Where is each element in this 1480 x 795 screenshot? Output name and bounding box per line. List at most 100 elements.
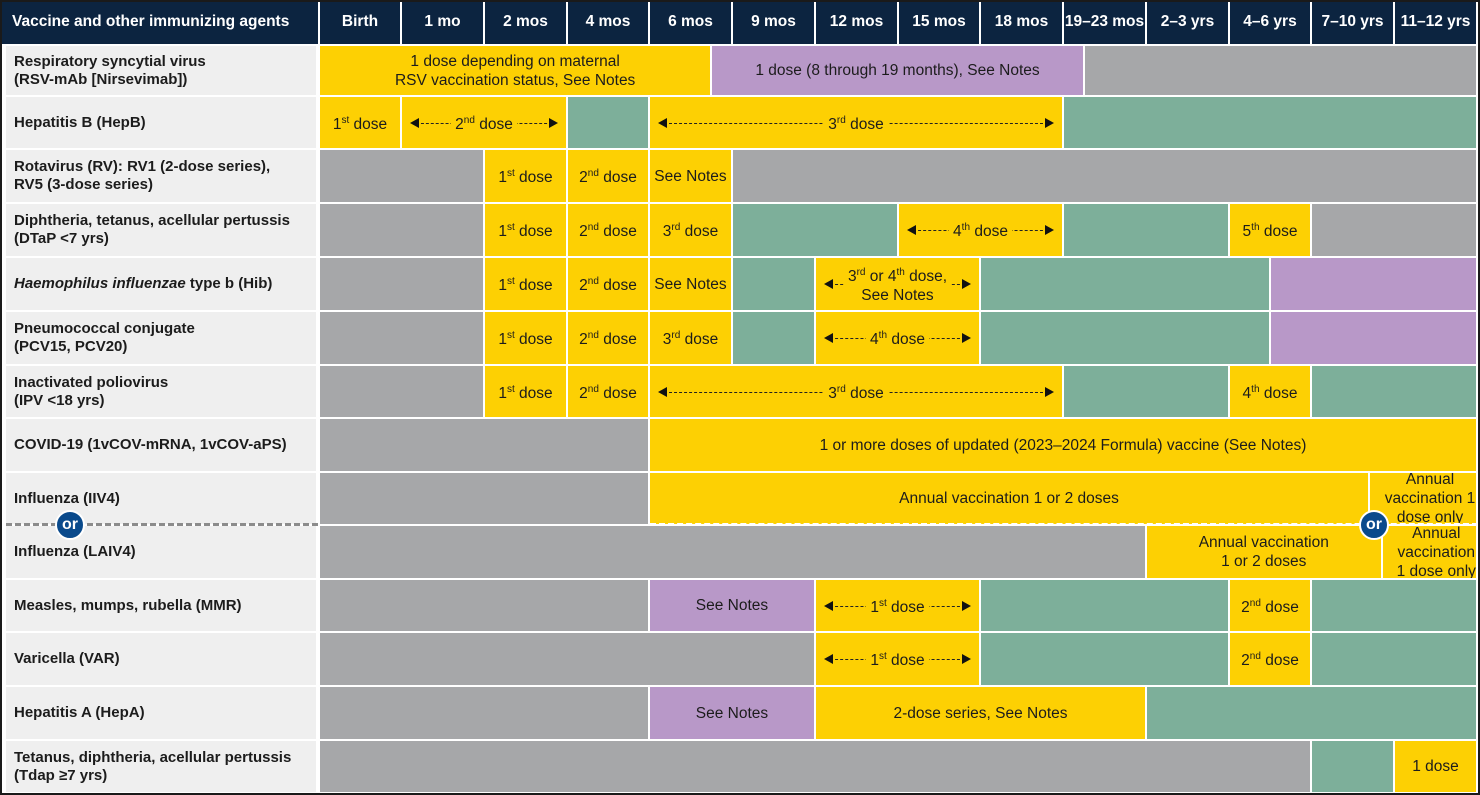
dose-number: 3 (828, 116, 837, 134)
arrow-right-icon (962, 600, 971, 611)
dose-line: 3rd or 4th dose, (848, 263, 947, 286)
dose-label: dose (514, 277, 553, 295)
dose-line: 1st dose (498, 164, 552, 187)
schedule-cell-tdap-1 (1312, 741, 1393, 792)
header-vaccine-column: Vaccine and other immunizing agents (0, 0, 318, 44)
dose-ordinal: st (506, 168, 515, 180)
cell-text: 1st dose (333, 111, 387, 134)
schedule-cell-rv-3: See Notes (650, 150, 731, 202)
dose-number: 2 (579, 331, 588, 349)
cell-text: Annual vaccination 1 or 2 doses (1198, 534, 1329, 570)
row-label-name: Rotavirus (RV): RV1 (2-dose series), RV5… (14, 158, 271, 193)
dose-ordinal: th (878, 330, 888, 342)
header-age-4: 6 mos (650, 0, 731, 44)
arrow-right-icon (1045, 386, 1054, 397)
row-label-ipv: Inactivated poliovirus (IPV <18 yrs) (6, 366, 316, 417)
cell-text: 2nd dose (579, 164, 637, 187)
cell-text: 4th dose (1243, 380, 1298, 403)
schedule-cell-rsv-1: 1 dose (8 through 19 months), See Notes (712, 46, 1083, 95)
schedule-cell-covid-0 (320, 419, 648, 471)
dose-number: 3 (662, 331, 672, 349)
dose-ordinal: st (506, 383, 515, 395)
dose-ordinal: rd (856, 266, 866, 278)
header-age-13: 11–12 yrs (1395, 0, 1476, 44)
dose-label: or 4 (865, 268, 897, 286)
cell-text: 3rd dose (663, 218, 718, 241)
arrow-left-icon (824, 654, 833, 664)
cell-text: Annual vaccination 1 dose only (1396, 526, 1476, 578)
schedule-cell-ipv-3: 3rd dose (650, 366, 1062, 417)
dose-number: 1 (870, 652, 879, 670)
dose-label: dose (1260, 599, 1299, 617)
dose-line: 2nd dose (1241, 594, 1299, 617)
cell-text: 1 dose depending on maternal RSV vaccina… (394, 52, 636, 89)
arrow-left-icon (658, 117, 667, 128)
dose-label: dose (1259, 385, 1298, 403)
row-label-mmr: Measles, mumps, rubella (MMR) (6, 580, 316, 631)
dose-label-2: dose, (904, 268, 948, 286)
schedule-cell-hepb-0: 1st dose (320, 97, 400, 148)
schedule-cell-pcv-3: 3rd dose (650, 312, 731, 364)
dose-number: 1 (498, 331, 507, 349)
dose-number: 1 (498, 277, 507, 295)
row-label-dtap: Diphtheria, tetanus, acellular pertussis… (6, 204, 316, 256)
header-age-1: 1 mo (402, 0, 483, 44)
schedule-cell-mmr-1: See Notes (650, 580, 814, 631)
schedule-cell-hepb-1: 2nd dose (402, 97, 566, 148)
schedule-cell-hib-3: See Notes (650, 258, 731, 310)
dose-label: dose (598, 223, 637, 241)
row-label-text: Inactivated poliovirus (IPV <18 yrs) (14, 374, 168, 410)
dose-ordinal: st (878, 651, 887, 663)
or-badge-right: or (1359, 510, 1389, 540)
dose-label: dose (887, 331, 925, 349)
dose-ordinal: rd (836, 114, 846, 126)
schedule-cell-dtap-7: 5th dose (1230, 204, 1310, 256)
schedule-cell-hib-2: 2nd dose (568, 258, 648, 310)
arrow-right-icon (962, 279, 971, 289)
dose-number: 1 (498, 223, 507, 241)
schedule-cell-pcv-1: 1st dose (485, 312, 566, 364)
row-label-name: Inactivated poliovirus (IPV <18 yrs) (14, 373, 169, 409)
schedule-cell-dtap-2: 2nd dose (568, 204, 648, 256)
dose-number: 3 (828, 385, 837, 403)
schedule-cell-iiv4-2: Annual vaccination 1 dose only (1370, 473, 1476, 524)
dose-line: 1st dose (333, 111, 387, 134)
dose-ordinal: nd (587, 383, 599, 395)
dose-ordinal: st (341, 114, 350, 126)
dose-label: dose (598, 277, 637, 295)
dose-number: 1 (498, 385, 507, 403)
cell-text: 1st dose (498, 326, 552, 349)
schedule-cell-hib-0 (320, 258, 483, 310)
dose-line: 3rd dose (663, 218, 718, 241)
header-age-9: 19–23 mos (1064, 0, 1145, 44)
row-label-rv: Rotavirus (RV): RV1 (2-dose series), RV5… (6, 150, 316, 202)
cell-text: 4th dose (949, 218, 1012, 242)
row-label-text: Measles, mumps, rubella (MMR) (14, 597, 242, 615)
dose-ordinal: st (506, 222, 515, 234)
row-label-name: COVID-19 (1vCOV-mRNA, 1vCOV-aPS) (14, 436, 287, 453)
schedule-cell-rv-4 (733, 150, 1476, 202)
schedule-cell-hepb-2 (568, 97, 648, 148)
dose-label: dose (598, 385, 637, 403)
dose-ordinal: st (506, 330, 515, 342)
cell-text: 3rd or 4th dose,See Notes (843, 262, 952, 306)
dose-number: 3 (847, 268, 857, 286)
row-label-rsv: Respiratory syncytial virus (RSV-mAb [Ni… (6, 46, 316, 95)
schedule-cell-pcv-6 (981, 312, 1269, 364)
schedule-cell-hepa-2: 2-dose series, See Notes (816, 687, 1145, 739)
row-label-italic: Haemophilus influenzae (14, 275, 186, 292)
schedule-cell-pcv-7 (1271, 312, 1476, 364)
dose-ordinal: st (506, 276, 515, 288)
dose-ordinal-2: th (896, 266, 905, 278)
dose-ordinal: nd (587, 330, 599, 342)
row-label-name: Varicella (VAR) (14, 650, 120, 667)
cell-text: 1st dose (866, 647, 929, 671)
schedule-cell-rv-2: 2nd dose (568, 150, 648, 202)
dose-label: dose (680, 331, 719, 349)
schedule-cell-hepb-3: 3rd dose (650, 97, 1062, 148)
header-age-12: 7–10 yrs (1312, 0, 1393, 44)
dose-label: dose (1259, 223, 1298, 241)
row-label-covid: COVID-19 (1vCOV-mRNA, 1vCOV-aPS) (6, 419, 316, 471)
schedule-cell-hib-6 (981, 258, 1269, 310)
dose-ordinal: nd (1249, 651, 1261, 663)
